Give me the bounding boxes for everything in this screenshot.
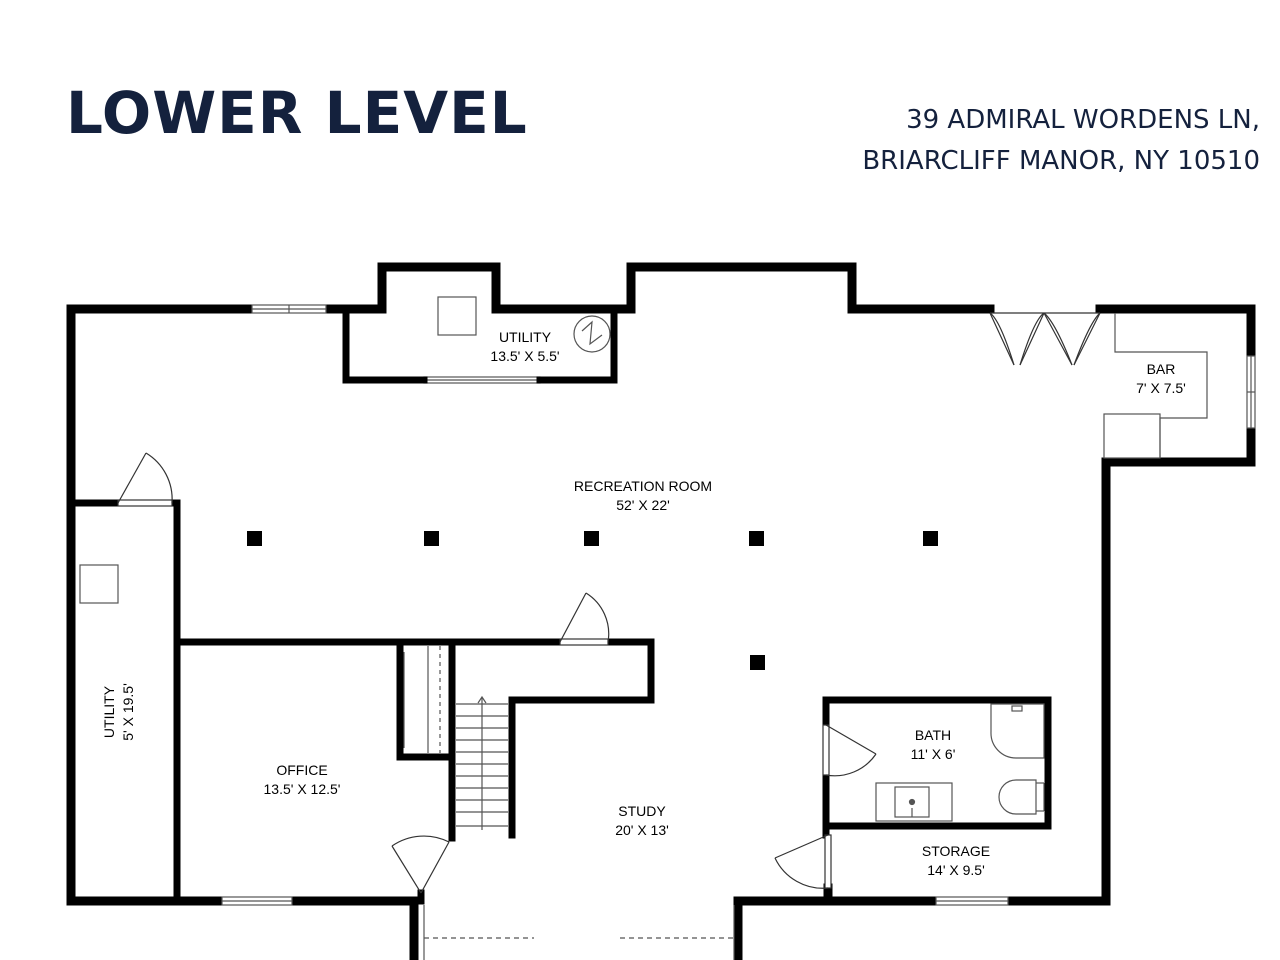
room-dims-storage: 14' X 9.5' xyxy=(927,862,985,878)
door-utility-left xyxy=(117,452,173,507)
mechanical-box xyxy=(437,296,477,336)
door-study xyxy=(559,592,610,646)
column xyxy=(584,531,599,546)
room-name-office: OFFICE xyxy=(276,762,327,778)
door-office xyxy=(391,835,450,894)
bar-cabinet xyxy=(1103,413,1161,459)
page-title: LOWER LEVEL xyxy=(66,79,528,147)
room-dims-recreation: 52' X 22' xyxy=(616,497,670,513)
column xyxy=(923,531,938,546)
interior-walls xyxy=(67,305,1052,905)
toilet-icon xyxy=(998,779,1037,815)
room-labels: UTILITY 13.5' X 5.5' BAR 7' X 7.5' RECRE… xyxy=(101,329,1186,878)
fixtures xyxy=(79,296,1208,960)
mechanical-box xyxy=(79,564,119,604)
room-name-utility-left: UTILITY xyxy=(101,685,117,738)
column xyxy=(247,531,262,546)
address-line-1: 39 ADMIRAL WORDENS LN, xyxy=(906,105,1260,135)
room-dims-office: 13.5' X 12.5' xyxy=(264,781,341,797)
column xyxy=(424,531,439,546)
room-dims-bar: 7' X 7.5' xyxy=(1136,380,1186,396)
room-name-storage: STORAGE xyxy=(922,843,990,859)
exterior-walls xyxy=(66,262,1256,960)
room-name-study: STUDY xyxy=(618,803,666,819)
door-bar-french xyxy=(989,312,1101,366)
room-name-utility-top: UTILITY xyxy=(499,329,552,345)
doors xyxy=(117,312,1101,894)
water-heater-icon xyxy=(573,315,611,353)
column xyxy=(749,531,764,546)
room-dims-utility-top: 13.5' X 5.5' xyxy=(490,348,559,364)
room-name-bar: BAR xyxy=(1147,361,1176,377)
door-storage xyxy=(774,834,832,889)
room-dims-study: 20' X 13' xyxy=(615,822,669,838)
stairs xyxy=(456,695,508,830)
column xyxy=(750,655,765,670)
bath-vanity xyxy=(875,782,953,822)
room-dims-utility-left: 5' X 19.5' xyxy=(120,683,136,741)
room-name-recreation: RECREATION ROOM xyxy=(574,478,712,494)
door-bath xyxy=(822,724,877,777)
support-columns xyxy=(247,531,938,670)
windows xyxy=(221,304,1256,906)
property-address: 39 ADMIRAL WORDENS LN, BRIARCLIFF MANOR,… xyxy=(862,100,1260,182)
room-name-bath: BATH xyxy=(915,727,951,743)
stair-arrow-icon xyxy=(477,695,487,704)
room-dims-bath: 11' X 6' xyxy=(911,746,956,762)
address-line-2: BRIARCLIFF MANOR, NY 10510 xyxy=(862,146,1260,176)
shower-icon xyxy=(990,703,1045,759)
